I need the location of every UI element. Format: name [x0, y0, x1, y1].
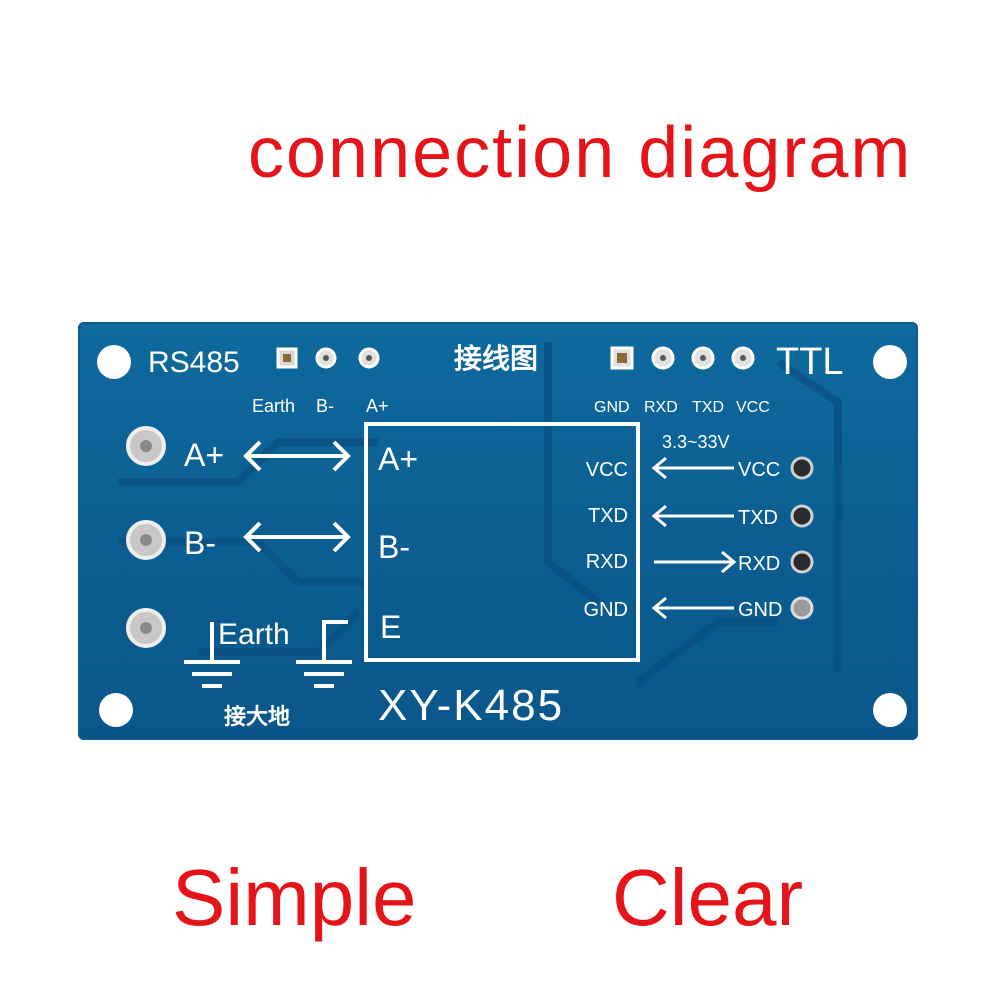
- arrow-rxd: [654, 550, 737, 574]
- box-label-a: A+: [378, 441, 418, 477]
- box-label-gnd: GND: [584, 599, 628, 621]
- wiring-diagram-cn: 接线图: [454, 343, 538, 374]
- ttl-out-vcc: VCC: [738, 459, 780, 481]
- ttl-pin-rxd: RXD: [644, 399, 678, 416]
- ttl-label: TTL: [776, 341, 844, 383]
- terminal-label-b: B-: [184, 525, 216, 561]
- caption-clear: Clear: [612, 853, 804, 942]
- ttl-out-txd: TXD: [738, 507, 778, 529]
- ttl-side-pads: [790, 456, 814, 620]
- mounting-hole-bl: [99, 693, 133, 727]
- rs485-pin-a: A+: [366, 396, 389, 416]
- model-name: XY-K485: [378, 681, 564, 730]
- box-label-rxd: RXD: [586, 551, 628, 573]
- double-arrow-a: [243, 440, 351, 472]
- ground-symbol-right: [296, 620, 352, 688]
- rs485-pin-earth: Earth: [252, 396, 295, 416]
- ttl-pin-gnd: GND: [594, 399, 630, 416]
- ground-label-cn: 接大地: [224, 704, 290, 729]
- caption-connection-diagram: connection diagram: [248, 113, 913, 193]
- arrow-vcc: [651, 456, 734, 480]
- ttl-pads: [610, 346, 755, 370]
- ttl-pin-txd: TXD: [692, 399, 724, 416]
- xy-k485-board: RS485 Earth B- A+ 接线图 TTL GND RXD TXD V: [78, 322, 918, 740]
- box-label-txd: TXD: [588, 505, 628, 527]
- screw-terminals: [126, 426, 166, 648]
- ttl-pin-vcc: VCC: [736, 399, 770, 416]
- terminal-label-a: A+: [184, 437, 224, 473]
- box-label-b: B-: [378, 529, 410, 565]
- copper-traces: [118, 342, 842, 686]
- mounting-hole-br: [873, 693, 907, 727]
- earth-label: Earth: [218, 618, 290, 651]
- ttl-out-rxd: RXD: [738, 553, 780, 575]
- mounting-hole-tl: [97, 345, 131, 379]
- arrow-gnd: [651, 596, 734, 620]
- mounting-hole-tr: [873, 345, 907, 379]
- rs485-pads: [276, 347, 380, 369]
- ttl-out-gnd: GND: [738, 599, 782, 621]
- rs485-pin-b: B-: [316, 396, 334, 416]
- module-outline: [364, 422, 640, 662]
- box-label-vcc: VCC: [586, 459, 628, 481]
- arrow-txd: [651, 504, 734, 528]
- box-label-e: E: [380, 609, 401, 645]
- voltage-label: 3.3~33V: [662, 432, 730, 452]
- double-arrow-b: [243, 521, 351, 553]
- board-silkscreen: RS485 Earth B- A+ 接线图 TTL GND RXD TXD V: [97, 341, 907, 730]
- ground-symbol-left: [184, 622, 240, 688]
- rs485-label: RS485: [148, 346, 240, 379]
- caption-simple: Simple: [172, 853, 417, 942]
